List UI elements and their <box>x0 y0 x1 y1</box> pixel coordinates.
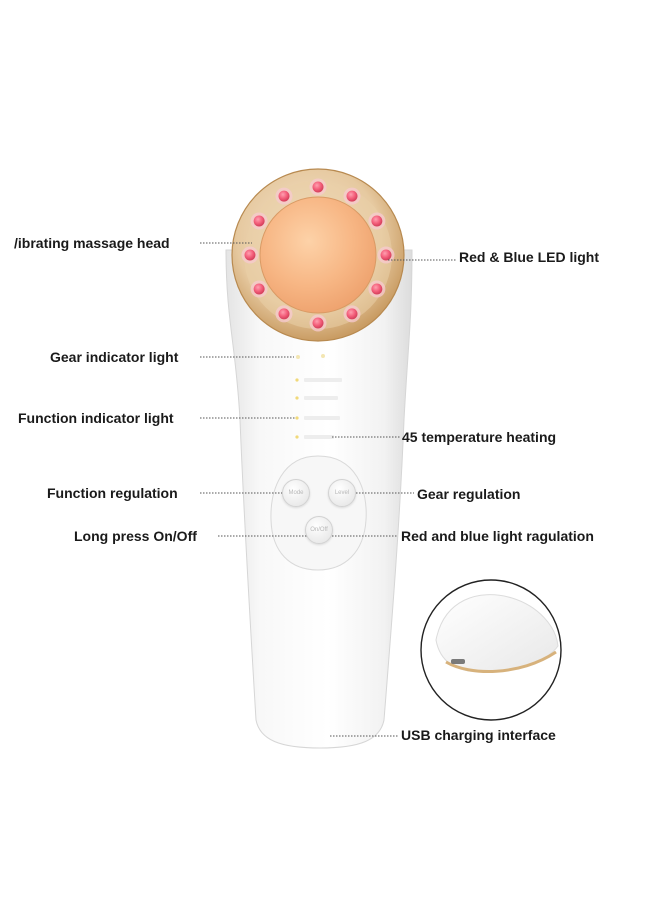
usb-inset <box>420 579 562 721</box>
callout-temperature: 45 temperature heating <box>402 429 557 445</box>
led-light <box>253 215 265 227</box>
callout-vibrating-head: /ibrating massage head <box>14 235 170 251</box>
level-button-label: Level <box>334 490 350 496</box>
led-light <box>253 283 265 295</box>
led-light <box>346 308 358 320</box>
mode-button-label: Mode <box>288 490 304 496</box>
leader-lines <box>200 242 456 737</box>
led-light <box>380 249 392 261</box>
led-ring <box>241 178 395 332</box>
led-light <box>244 249 256 261</box>
callout-function-indicator: Function indicator light <box>18 410 174 426</box>
power-button-label: On/Off <box>310 527 328 533</box>
indicator-panel <box>295 354 342 439</box>
massage-head <box>231 168 405 342</box>
callout-function-regulation: Function regulation <box>47 485 178 501</box>
mode-button[interactable]: Mode <box>282 479 310 507</box>
led-light <box>346 190 358 202</box>
power-button[interactable]: On/Off <box>305 516 333 544</box>
callout-light-regulation: Red and blue light ragulation <box>401 528 594 544</box>
led-light <box>278 190 290 202</box>
callout-led-light: Red & Blue LED light <box>459 249 599 265</box>
led-light <box>312 181 324 193</box>
led-light <box>371 283 383 295</box>
led-light <box>278 308 290 320</box>
led-light <box>312 317 324 329</box>
callout-gear-regulation: Gear regulation <box>417 486 521 502</box>
callout-gear-indicator: Gear indicator light <box>50 349 179 365</box>
callout-long-press: Long press On/Off <box>74 528 197 544</box>
callout-usb: USB charging interface <box>401 727 556 743</box>
level-button[interactable]: Level <box>328 479 356 507</box>
led-light <box>371 215 383 227</box>
button-panel <box>270 455 367 571</box>
